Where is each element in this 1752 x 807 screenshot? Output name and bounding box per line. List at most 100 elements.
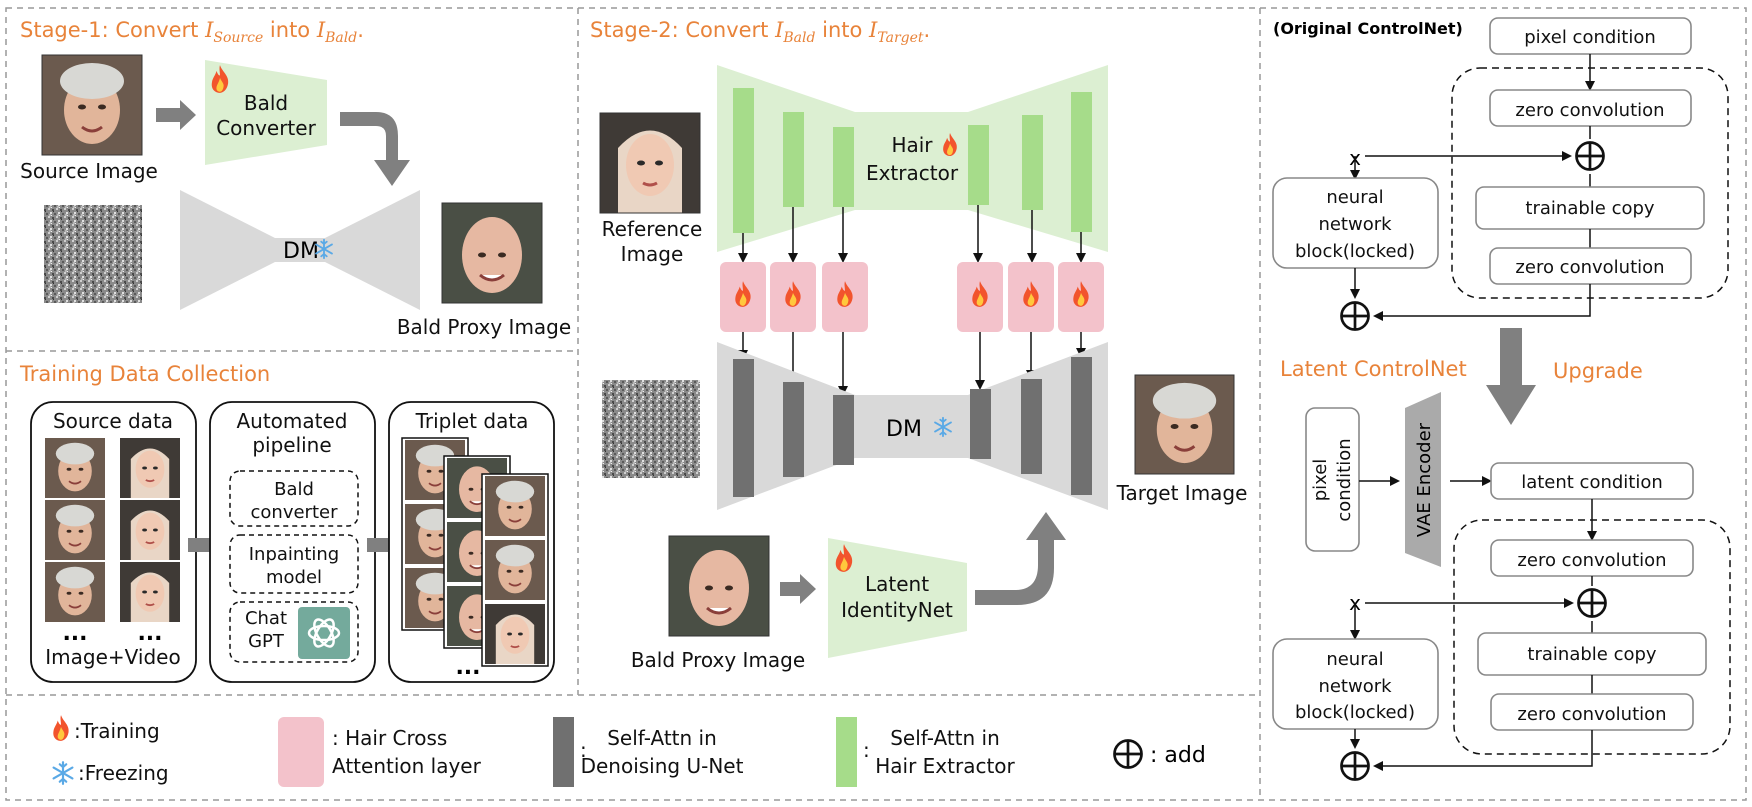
noise-image bbox=[44, 205, 142, 303]
denoising-unet-bars bbox=[733, 357, 1092, 497]
latent-identitynet-line2: IdentityNet bbox=[841, 598, 953, 622]
inpainting-step bbox=[229, 534, 359, 594]
denoising-unet-bar bbox=[783, 382, 804, 477]
extractor-to-crossattn-arrows bbox=[738, 205, 1086, 263]
source-face-thumb bbox=[120, 500, 180, 560]
controlnet-panel: (Original ControlNet) pixel condition ze… bbox=[1272, 17, 1731, 781]
arrow-to-latent-identitynet bbox=[780, 574, 816, 604]
legend-denoise-line1: Self-Attn in bbox=[607, 726, 717, 750]
chatgpt-step-line2: GPT bbox=[248, 631, 285, 652]
latent-nn-block-line1: neural bbox=[1326, 649, 1383, 670]
triplet-data-title: Triplet data bbox=[415, 409, 529, 433]
latent-nn-block-line2: network bbox=[1318, 676, 1392, 697]
stage1-dm-label: DM bbox=[283, 239, 319, 264]
circle-plus-icon bbox=[1340, 751, 1370, 781]
pipeline-line2: pipeline bbox=[252, 433, 331, 457]
bald-converter-step bbox=[229, 470, 359, 527]
legend-hair-extractor-line2: Hair Extractor bbox=[875, 754, 1015, 778]
denoising-unet-bar bbox=[833, 395, 854, 465]
latent-nn-block-line3: block(locked) bbox=[1295, 702, 1415, 723]
source-face-thumb bbox=[45, 438, 105, 498]
hair-extractor-bar bbox=[968, 125, 989, 205]
denoising-unet-bar bbox=[733, 359, 754, 497]
source-image bbox=[42, 55, 142, 155]
vae-encoder-label: VAE Encoder bbox=[1414, 422, 1435, 537]
hair-extractor-bar bbox=[1071, 92, 1092, 232]
latent-trainable-copy-label: trainable copy bbox=[1527, 644, 1656, 665]
hair-extractor-bar bbox=[783, 112, 804, 207]
triplet-stack bbox=[401, 437, 549, 667]
chatgpt-step-line1: Chat bbox=[245, 608, 287, 629]
target-image-frame bbox=[1134, 374, 1235, 475]
latent-zero-conv-to-add-arrow bbox=[1373, 730, 1593, 771]
source-data-title: Source data bbox=[53, 409, 173, 433]
nn-block-line1: neural bbox=[1326, 187, 1383, 208]
dots: ... bbox=[62, 621, 87, 646]
dots: ... bbox=[455, 655, 480, 680]
pixel-condition-label: pixel condition bbox=[1524, 27, 1656, 48]
vae-encoder-block bbox=[1405, 392, 1441, 567]
legend-denoising-bar-swatch bbox=[553, 717, 574, 787]
source-face-thumb bbox=[45, 562, 105, 622]
legend-hair-cross-attn-swatch bbox=[278, 717, 324, 787]
legend-freezing-label: :Freezing bbox=[78, 761, 169, 785]
latent-controlnet-title: Latent ControlNet bbox=[1280, 357, 1467, 381]
pixel-condition-vertical-line1: pixel bbox=[1310, 459, 1331, 502]
hair-extractor-line2: Extractor bbox=[866, 161, 959, 185]
hair-extractor-line1: Hair bbox=[891, 133, 933, 157]
bald-converter-block bbox=[205, 60, 327, 165]
latent-identitynet-block bbox=[828, 538, 967, 658]
inpainting-step-line2: model bbox=[266, 567, 322, 588]
legend-add-label: : add bbox=[1150, 743, 1206, 768]
stage2-noise-image bbox=[602, 380, 700, 478]
bald-converter-line2: Converter bbox=[216, 116, 316, 140]
hair-extractor-bar bbox=[733, 88, 754, 233]
stage1-dm-unet bbox=[180, 190, 420, 310]
arrow-to-unet bbox=[975, 512, 1066, 605]
chatgpt-logo-icon bbox=[298, 607, 350, 659]
legend-hair-cross-line2: Attention layer bbox=[332, 754, 482, 778]
denoising-unet-bar bbox=[1021, 379, 1042, 474]
legend: :Training :Freezing : Hair Cross Attenti… bbox=[52, 715, 1206, 787]
stage2-bald-proxy-label: Bald Proxy Image bbox=[631, 648, 805, 672]
nn-block-line3: block(locked) bbox=[1295, 241, 1415, 262]
arrow-to-dm bbox=[340, 112, 410, 186]
legend-denoise-line2: Denoising U-Net bbox=[581, 754, 744, 778]
zero-conv-bottom-label: zero convolution bbox=[1515, 257, 1664, 278]
inpainting-step-line1: Inpainting bbox=[249, 544, 339, 565]
source-image-label: Source Image bbox=[20, 159, 158, 183]
zero-conv-to-add-arrow bbox=[1373, 284, 1591, 321]
bald-converter-step-line1: Bald bbox=[274, 479, 314, 500]
original-controlnet-title: (Original ControlNet) bbox=[1273, 19, 1463, 38]
trainable-copy-label: trainable copy bbox=[1525, 198, 1654, 219]
pixel-condition-vertical-box bbox=[1305, 407, 1360, 552]
circle-plus-icon bbox=[1113, 739, 1143, 769]
stage2-bald-proxy-image bbox=[669, 536, 769, 636]
stage2-panel: Stage-2: Convert IBald into ITarget. Ref… bbox=[590, 18, 1247, 672]
circle-plus-icon bbox=[1340, 301, 1370, 331]
legend-hair-extractor-bar-swatch bbox=[836, 717, 857, 787]
legend-hair-cross-line1: : Hair Cross bbox=[332, 726, 447, 750]
source-face-thumb bbox=[120, 438, 180, 498]
dots: ... bbox=[137, 621, 162, 646]
panel-borders bbox=[5, 7, 1747, 801]
legend-colon: : bbox=[863, 738, 870, 762]
bald-proxy-frame bbox=[441, 202, 543, 304]
legend-training-label: :Training bbox=[74, 719, 160, 743]
image-video-label: Image+Video bbox=[45, 645, 180, 669]
legend-colon: : bbox=[580, 738, 587, 762]
stage2-dm-label: DM bbox=[886, 417, 922, 442]
stage2-title: Stage-2: Convert IBald into ITarget. bbox=[590, 18, 930, 46]
denoising-unet-bar bbox=[970, 389, 991, 459]
source-face-thumb bbox=[120, 562, 180, 622]
target-image-label: Target Image bbox=[1116, 481, 1248, 505]
stage1-title: Stage-1: Convert ISource into IBald. bbox=[20, 18, 364, 46]
denoising-unet-block bbox=[717, 342, 1108, 510]
training-data-title: Training Data Collection bbox=[19, 362, 270, 386]
latent-condition-label: latent condition bbox=[1521, 472, 1663, 493]
hair-extractor-bars bbox=[733, 88, 1092, 233]
bald-converter-line1: Bald bbox=[244, 91, 288, 115]
hair-extractor-bar bbox=[833, 127, 854, 207]
arrow-to-bald-converter bbox=[156, 100, 196, 130]
